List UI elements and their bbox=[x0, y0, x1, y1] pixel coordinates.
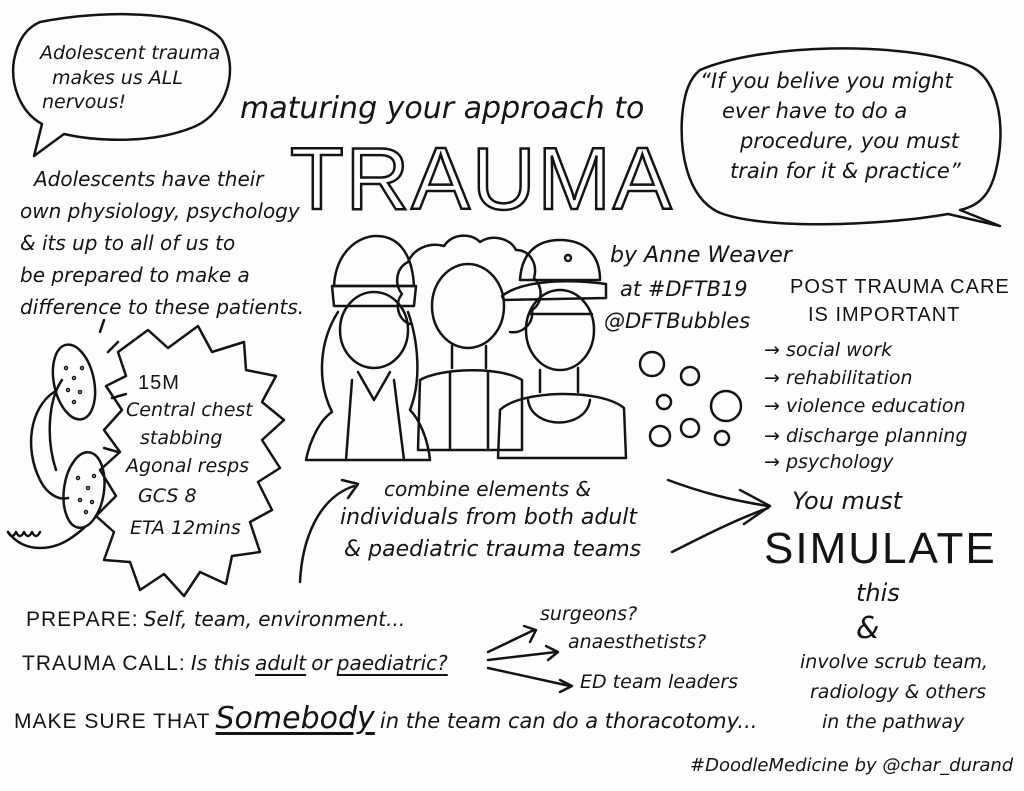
people-group-icon bbox=[304, 234, 628, 462]
trauma-call-text: Is this bbox=[190, 651, 250, 675]
call-starburst-icon bbox=[94, 324, 286, 598]
branch-anaesthetists: anaesthetists? bbox=[568, 631, 707, 653]
post-trauma-item-label: violence education bbox=[785, 395, 966, 417]
make-sure-somebody: Somebody bbox=[215, 701, 375, 736]
post-trauma-item: → rehabilitation bbox=[764, 367, 913, 389]
simulate-heading: SIMULATE bbox=[764, 524, 997, 573]
post-trauma-item: → violence education bbox=[764, 395, 966, 417]
make-sure-text: in the team can do a thoracotomy... bbox=[379, 709, 758, 733]
combine-line3: & paediatric trauma teams bbox=[344, 537, 642, 562]
prepare-row: PREPARE: Self, team, environment... bbox=[26, 608, 405, 632]
make-sure-label: MAKE SURE THAT bbox=[14, 710, 211, 733]
adolescents-line3: & its up to all of us to bbox=[20, 231, 236, 255]
title-main: TRAUMA bbox=[289, 128, 674, 229]
simulate-line1: You must bbox=[792, 487, 903, 515]
author-handle: @DFTBubbles bbox=[604, 309, 751, 333]
adolescents-line1: Adolescents have their bbox=[34, 167, 264, 191]
author-name: by Anne Weaver bbox=[610, 243, 792, 268]
credit-line: #DoodleMedicine by @char_durand bbox=[690, 755, 1014, 776]
author-event: at #DFTB19 bbox=[620, 277, 748, 301]
branch-ed-team-leaders: ED team leaders bbox=[580, 671, 739, 693]
speech-left-line3: nervous! bbox=[42, 91, 126, 113]
post-trauma-item: → social work bbox=[764, 339, 893, 361]
call-complaint1: Central chest bbox=[126, 399, 253, 421]
simulate-line3: this bbox=[856, 579, 900, 607]
trauma-call-row: TRAUMA CALL: Is this adult or paediatric… bbox=[22, 652, 448, 676]
arrow-icon bbox=[298, 478, 772, 694]
make-sure-row: MAKE SURE THAT Somebody in the team can … bbox=[14, 702, 757, 736]
combine-line2: individuals from both adult bbox=[340, 505, 638, 530]
post-trauma-item: → psychology bbox=[764, 451, 894, 473]
prepare-label: PREPARE: bbox=[26, 608, 139, 631]
post-trauma-heading2: IS IMPORTANT bbox=[808, 304, 961, 326]
post-trauma-item-label: psychology bbox=[785, 451, 894, 473]
speech-left-line1: Adolescent trauma bbox=[40, 42, 221, 64]
quote-line4: train for it & practice” bbox=[730, 159, 961, 183]
trauma-call-adult: adult bbox=[255, 651, 307, 675]
trauma-call-paediatric: paediatric? bbox=[336, 651, 448, 675]
post-trauma-item-label: social work bbox=[785, 339, 893, 361]
quote-line1: “If you belive you might bbox=[700, 69, 953, 93]
phone-handset-icon bbox=[6, 318, 128, 550]
call-eta: ETA 12mins bbox=[130, 517, 241, 539]
combine-line1: combine elements & bbox=[384, 477, 592, 501]
call-complaint2: stabbing bbox=[140, 427, 223, 449]
trauma-call-label: TRAUMA CALL: bbox=[22, 652, 186, 675]
bubbles-icon bbox=[638, 350, 743, 448]
quote-line2: ever have to do a bbox=[722, 99, 908, 123]
simulate-line5: involve scrub team, bbox=[800, 651, 989, 673]
prepare-text: Self, team, environment... bbox=[143, 607, 406, 631]
post-trauma-item-label: rehabilitation bbox=[785, 367, 913, 389]
call-resps: Agonal resps bbox=[126, 455, 250, 477]
title-line1: maturing your approach to bbox=[240, 91, 645, 126]
left-speech-bubble-icon bbox=[11, 12, 232, 158]
call-gcs: GCS 8 bbox=[138, 485, 197, 507]
post-trauma-item: → discharge planning bbox=[764, 425, 968, 447]
post-trauma-heading1: POST TRAUMA CARE bbox=[790, 276, 1010, 298]
branch-surgeons: surgeons? bbox=[540, 603, 638, 625]
call-age: 15M bbox=[138, 372, 180, 394]
adolescents-line2: own physiology, psychology bbox=[20, 199, 300, 223]
simulate-line6: radiology & others bbox=[810, 681, 987, 703]
post-trauma-item-label: discharge planning bbox=[785, 425, 968, 447]
adolescents-line5: difference to these patients. bbox=[20, 295, 305, 319]
simulate-line7: in the pathway bbox=[822, 711, 965, 733]
quote-line3: procedure, you must bbox=[740, 129, 960, 153]
speech-left-line2: makes us ALL bbox=[52, 67, 183, 89]
simulate-ampersand: & bbox=[856, 611, 880, 646]
trauma-call-or: or bbox=[311, 651, 332, 675]
quote-speech-bubble-icon bbox=[680, 47, 1002, 228]
adolescents-line4: be prepared to make a bbox=[20, 263, 250, 287]
